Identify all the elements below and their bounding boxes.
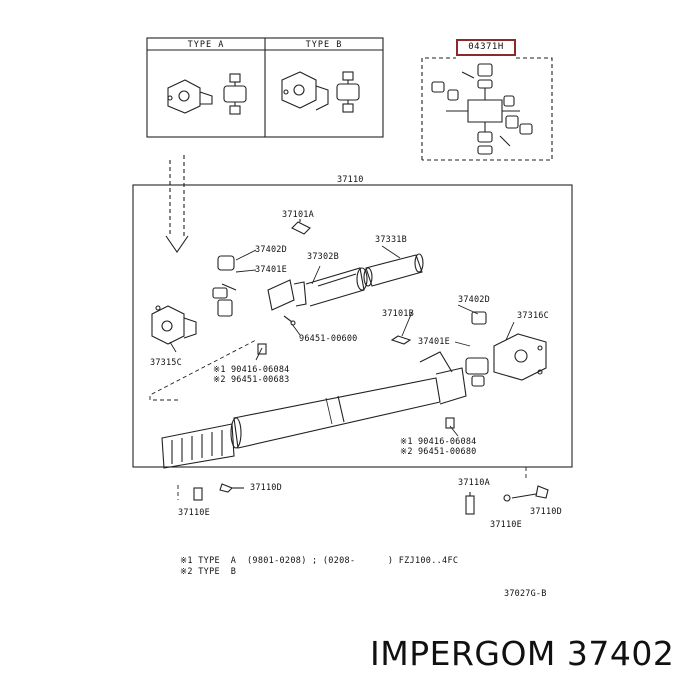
part-label-37401e-top: 37401E bbox=[255, 265, 287, 275]
part-label-37110d-right: 37110D bbox=[530, 507, 562, 517]
part-label-37315c: 37315C bbox=[150, 358, 182, 368]
part-label-37110d-left: 37110D bbox=[250, 483, 282, 493]
part-label-37302b: 37302B bbox=[307, 252, 339, 262]
part-label-37402d-top: 37402D bbox=[255, 245, 287, 255]
assembly-number: 37110 bbox=[337, 175, 364, 185]
kit-code-box: 04371H bbox=[456, 39, 516, 56]
left-bolt-note-2: ※2 96451-00683 bbox=[213, 375, 290, 385]
slip-yoke bbox=[267, 267, 368, 311]
left-flange-yoke bbox=[151, 305, 197, 345]
drawing-id: 37027G-B bbox=[504, 589, 547, 599]
part-label-37402d-right: 37402D bbox=[458, 295, 490, 305]
footnote-type-b: ※2 TYPE B bbox=[180, 567, 237, 577]
type-a-flange-yoke bbox=[167, 79, 213, 114]
type-b-flange-yoke bbox=[281, 71, 329, 111]
part-label-37101a: 37101A bbox=[282, 210, 314, 220]
type-b-spider bbox=[336, 71, 360, 113]
part-label-37110e-left: 37110E bbox=[178, 508, 210, 518]
type-a-header: TYPE A bbox=[187, 40, 225, 50]
kit-spider-exploded bbox=[431, 63, 533, 155]
part-label-37110a: 37110A bbox=[458, 478, 490, 488]
right-bolt-note-1: ※1 90416-06084 bbox=[400, 437, 477, 447]
part-label-37101b: 37101B bbox=[382, 309, 414, 319]
propeller-shaft bbox=[161, 351, 467, 469]
right-bolt-note-2: ※2 96451-00680 bbox=[400, 447, 477, 457]
footnote-type-a: ※1 TYPE A (9801-0208) ; (0208- ) FZJ100.… bbox=[180, 556, 459, 566]
boot bbox=[363, 253, 424, 287]
part-label-96451-00600: 96451-00600 bbox=[299, 334, 358, 344]
part-label-37316c: 37316C bbox=[517, 311, 549, 321]
part-label-37110e-right: 37110E bbox=[490, 520, 522, 530]
part-label-37401e-right: 37401E bbox=[418, 337, 450, 347]
right-flange-yoke bbox=[493, 333, 547, 381]
left-bolt-note-1: ※1 90416-06084 bbox=[213, 365, 290, 375]
type-a-spider bbox=[223, 73, 247, 115]
brand-caption: IMPERGOM 37402 bbox=[370, 634, 675, 673]
part-label-37331b: 37331B bbox=[375, 235, 407, 245]
type-b-header: TYPE B bbox=[305, 40, 343, 50]
